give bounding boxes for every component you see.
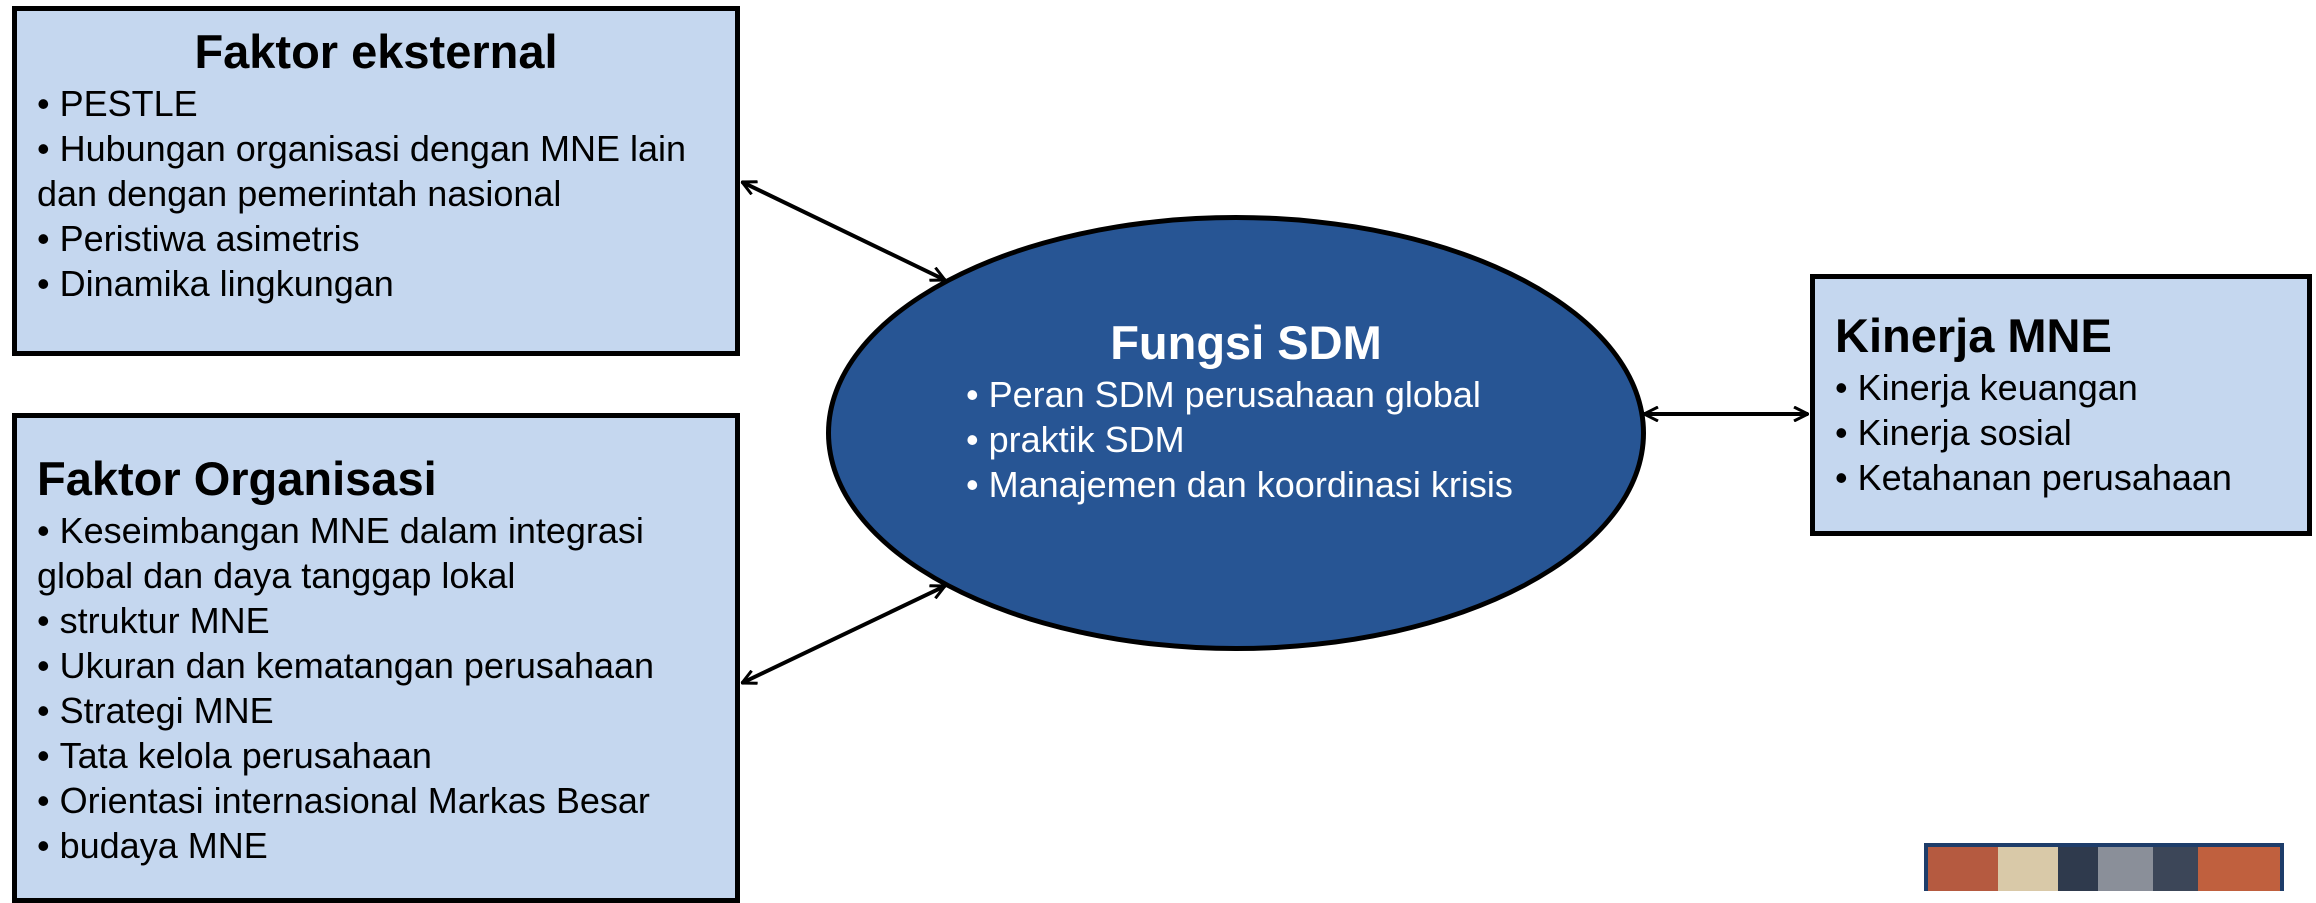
list-item: Tata kelola perusahaan [37,733,715,778]
corner-photo [1924,843,2284,891]
external-to-hr-arrow [742,180,945,282]
list-item: Kinerja sosial [1835,410,2287,455]
list-item: Strategi MNE [37,688,715,733]
external-factors-box: Faktor eksternal PESTLE Hubungan organis… [12,6,740,356]
list-item: Peristiwa asimetris [37,216,715,261]
list-item: Orientasi internasional Markas Besar [37,778,715,823]
list-item: Kinerja keuangan [1835,365,2287,410]
organization-to-hr-arrow [742,584,945,685]
performance-list: Kinerja keuangan Kinerja sosial Ketahana… [1835,365,2287,500]
list-item: Ketahanan perusahaan [1835,455,2287,500]
organization-factors-list: Keseimbangan MNE dalam integrasi global … [37,508,715,868]
list-item: praktik SDM [966,417,1526,462]
hr-function-content: Fungsi SDM Peran SDM perusahaan global p… [966,316,1526,507]
external-factors-title: Faktor eksternal [194,25,558,78]
list-item: Dinamika lingkungan [37,261,715,306]
list-item: PESTLE [37,81,715,126]
list-item: Hubungan organisasi dengan MNE lain dan … [37,126,715,216]
organization-factors-title: Faktor Organisasi [37,452,437,505]
list-item: Manajemen dan koordinasi krisis [966,462,1526,507]
performance-box: Kinerja MNE Kinerja keuangan Kinerja sos… [1810,274,2312,536]
hr-function-title: Fungsi SDM [1110,316,1382,369]
list-item: struktur MNE [37,598,715,643]
list-item: Ukuran dan kematangan perusahaan [37,643,715,688]
hr-function-list: Peran SDM perusahaan global praktik SDM … [966,372,1526,507]
list-item: Peran SDM perusahaan global [966,372,1526,417]
organization-factors-box: Faktor Organisasi Keseimbangan MNE dalam… [12,413,740,903]
external-factors-list: PESTLE Hubungan organisasi dengan MNE la… [37,81,715,306]
list-item: budaya MNE [37,823,715,868]
performance-title: Kinerja MNE [1835,309,2112,362]
list-item: Keseimbangan MNE dalam integrasi global … [37,508,715,598]
